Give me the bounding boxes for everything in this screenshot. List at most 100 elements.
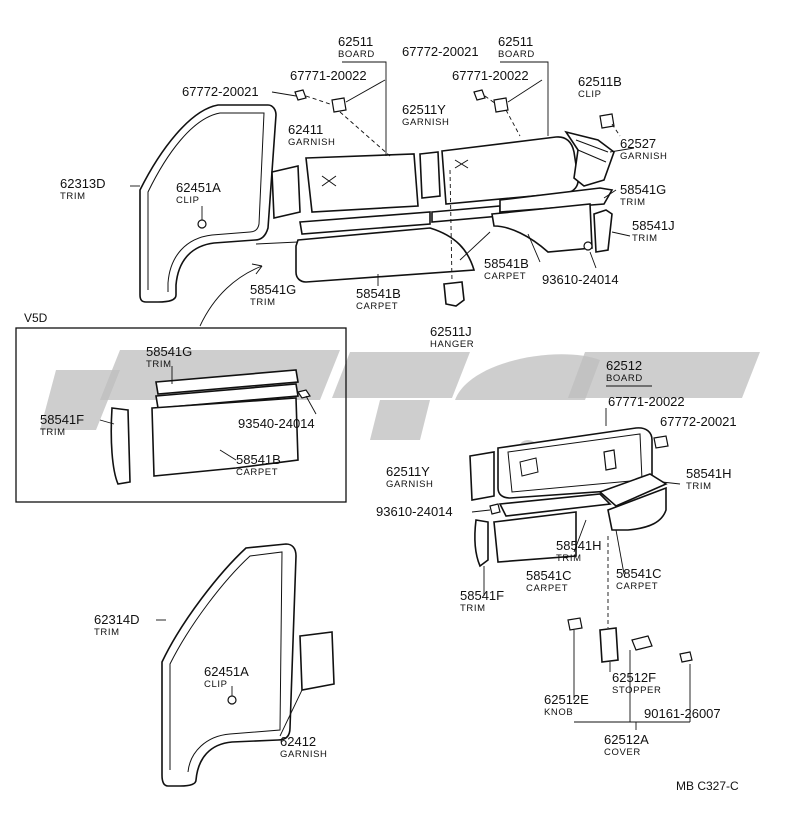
part-caption: TRIM <box>146 359 172 370</box>
part-number: 62512 <box>606 358 642 373</box>
part-label-93610-top: 93610-24014 <box>542 272 619 287</box>
part-label-67772-top-left: 67772-20021 <box>182 84 259 99</box>
part-number: 62314D <box>94 612 140 627</box>
door-trim-62314d <box>161 543 297 787</box>
fastener-67772-top-right <box>473 89 497 105</box>
part-number: 62511Y <box>402 102 446 117</box>
part-label-93610-rear: 93610-24014 <box>376 504 453 519</box>
part-label-67771-top-left: 67771-20022 <box>290 68 367 83</box>
part-number: 67771-20022 <box>608 394 685 409</box>
garnish-62527 <box>564 130 615 187</box>
part-number: 62512A <box>604 732 649 747</box>
part-number: 62511B <box>578 74 622 89</box>
part-number: 58541G <box>620 182 666 197</box>
part-caption: CLIP <box>204 679 228 690</box>
part-label-67771-rear: 67771-20022 <box>608 394 685 409</box>
part-caption: TRIM <box>250 297 276 308</box>
part-caption: GARNISH <box>620 151 667 162</box>
part-number: 58541F <box>460 588 504 603</box>
hanger-62511j <box>443 169 465 307</box>
part-label-67772-top-right: 67772-20021 <box>402 44 479 59</box>
diagram-id: MB C327-C <box>676 779 739 793</box>
part-caption: CARPET <box>484 271 526 282</box>
part-number: 67772-20021 <box>182 84 259 99</box>
part-caption: CARPET <box>526 583 568 594</box>
part-caption: BOARD <box>338 49 375 60</box>
part-number: 58541J <box>632 218 675 233</box>
fastener-93610-rear <box>489 503 501 515</box>
trim-58541f-rear <box>474 519 489 568</box>
part-caption: TRIM <box>94 627 120 638</box>
part-number: 62412 <box>280 734 316 749</box>
part-number: 58541H <box>556 538 602 553</box>
inset-pointer-arrow <box>199 263 263 327</box>
part-number: 67772-20021 <box>402 44 479 59</box>
part-caption: GARNISH <box>288 137 335 148</box>
part-label-layer: 62511BOARD62511BOARD67772-2002167772-200… <box>40 34 737 760</box>
part-number: 67772-20021 <box>660 414 737 429</box>
part-number: 58541B <box>356 286 401 301</box>
part-number: 62511Y <box>386 464 430 479</box>
carpet-58541b-mid <box>295 227 476 283</box>
part-caption: CLIP <box>176 195 200 206</box>
part-caption: TRIM <box>632 233 658 244</box>
part-caption: COVER <box>604 747 641 758</box>
part-caption: BOARD <box>606 373 643 384</box>
part-number: 93540-24014 <box>238 416 315 431</box>
part-label-93540-inset: 93540-24014 <box>238 416 315 431</box>
part-caption: GARNISH <box>386 479 433 490</box>
part-number: 62313D <box>60 176 106 191</box>
part-caption: CARPET <box>236 467 278 478</box>
part-caption: TRIM <box>556 553 582 564</box>
carpet-58541b-top-right <box>491 203 593 253</box>
part-caption: CARPET <box>616 581 658 592</box>
part-number: 62512E <box>544 692 589 707</box>
part-number: 90161-26007 <box>644 706 721 721</box>
upper-board-left <box>305 153 419 213</box>
part-caption: GARNISH <box>280 749 327 760</box>
fastener-67772-rear <box>653 435 669 449</box>
part-number: 58541F <box>40 412 84 427</box>
part-number: 93610-24014 <box>376 504 453 519</box>
part-caption: TRIM <box>460 603 486 614</box>
part-number: 58541G <box>250 282 296 297</box>
part-number: 58541G <box>146 344 192 359</box>
part-number: 62511 <box>338 34 373 49</box>
part-number: 67771-20022 <box>452 68 529 83</box>
part-number: 58541C <box>616 566 662 581</box>
carpet-58541c-right <box>607 486 667 531</box>
leader-lines <box>99 61 691 737</box>
part-number: 58541B <box>236 452 281 467</box>
garnish-62511y-rear <box>469 451 495 501</box>
part-label-67771-top-right: 67771-20022 <box>452 68 529 83</box>
part-number: 62511J <box>430 324 472 339</box>
